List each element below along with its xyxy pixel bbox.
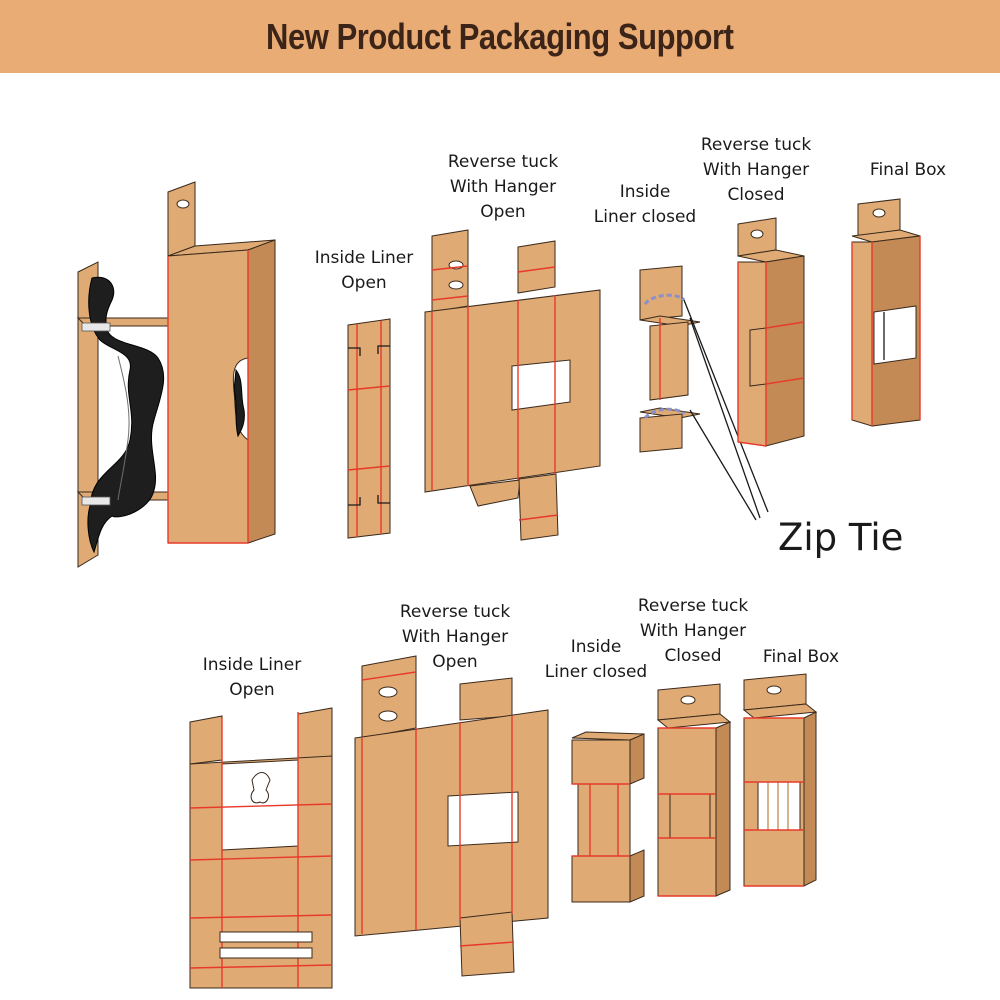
label-top-inside-liner-closed: Inside Liner closed — [593, 182, 697, 227]
label-bottom-final-box: Final Box — [762, 647, 840, 667]
top-reverse-tuck-open — [424, 229, 601, 541]
door-handle-product — [87, 276, 165, 554]
bottom-inside-liner-closed — [571, 731, 645, 903]
page-title: New Product Packaging Support — [266, 15, 734, 57]
label-top-final-box: Final Box — [869, 160, 947, 180]
zip-tie-pointers — [683, 299, 769, 521]
top-final-box — [851, 198, 921, 427]
top-inside-liner-open — [347, 318, 391, 539]
label-bottom-reverse-tuck-closed: Reverse tuck With Hanger Closed — [637, 596, 749, 666]
label-top-reverse-tuck-open: Reverse tuck With Hanger Open — [447, 152, 559, 222]
top-inside-liner-closed — [639, 265, 701, 453]
title-banner: New Product Packaging Support — [0, 0, 1000, 73]
bottom-reverse-tuck-open — [354, 655, 549, 977]
zip-tie-callout: Zip Tie — [778, 516, 904, 559]
label-top-inside-liner-open: Inside Liner Open — [314, 248, 414, 293]
top-reverse-tuck-closed — [737, 217, 805, 447]
bottom-final-box — [742, 673, 818, 887]
label-bottom-inside-liner-closed: Inside Liner closed — [544, 637, 648, 682]
label-bottom-inside-liner-open: Inside Liner Open — [202, 655, 302, 700]
bottom-reverse-tuck-closed — [656, 683, 732, 897]
label-top-reverse-tuck-closed: Reverse tuck With Hanger Closed — [700, 135, 812, 205]
label-bottom-reverse-tuck-open: Reverse tuck With Hanger Open — [399, 602, 511, 672]
handle-product-assembly — [76, 261, 180, 568]
bottom-inside-liner-open — [189, 707, 333, 989]
top-packed-box — [167, 181, 276, 544]
